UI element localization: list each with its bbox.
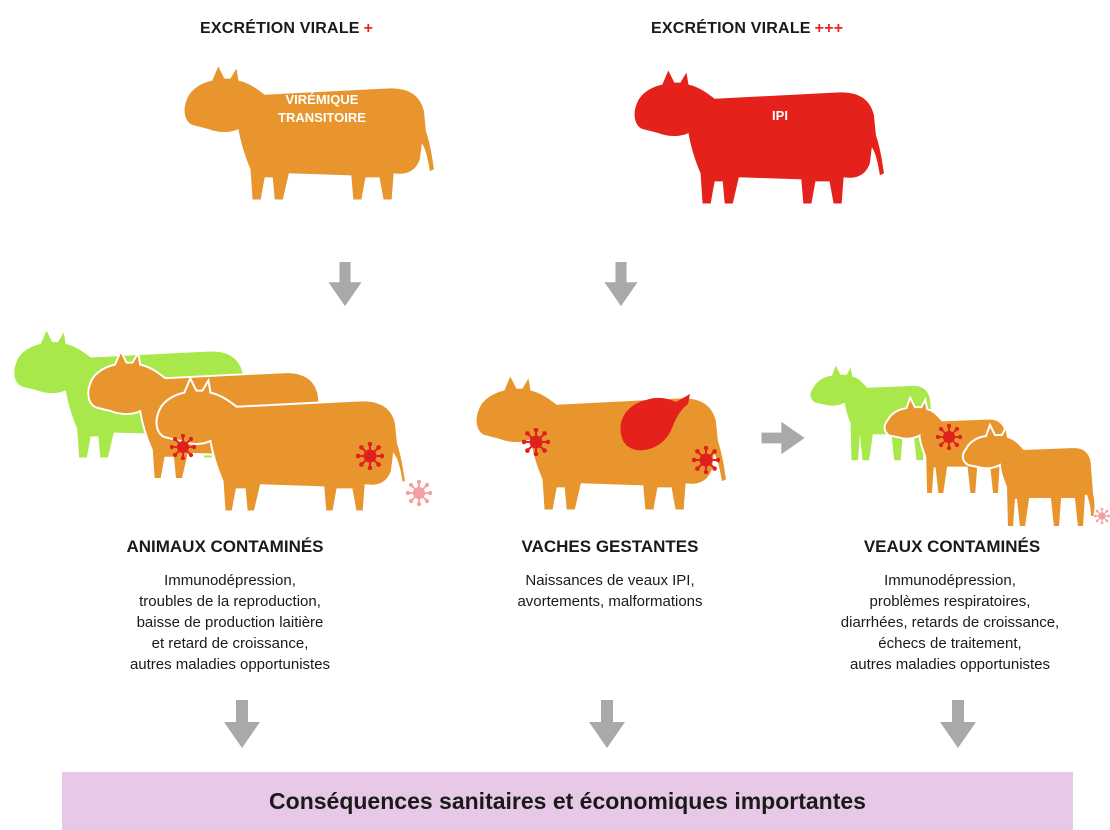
- virus-icon: [1094, 507, 1110, 525]
- virus-icon: [170, 434, 196, 460]
- virus-icon: [692, 446, 720, 474]
- arrow-down-center-top: [604, 262, 638, 307]
- section-desc-vaches: Naissances de veaux IPI, avortements, ma…: [475, 570, 745, 612]
- desc-line: autres maladies opportunistes: [849, 656, 1051, 673]
- banner-text: Conséquences sanitaires et économiques i…: [269, 787, 866, 814]
- orange-calf-front: [961, 423, 1097, 529]
- plus-marker: +++: [814, 20, 844, 37]
- virus-icon: [522, 428, 550, 456]
- heading-viral-excretion-low: EXCRÉTION VIRALE+: [200, 20, 373, 38]
- heading-text: EXCRÉTION VIRALE: [200, 20, 360, 37]
- desc-line: troubles de la reproduction,: [139, 593, 321, 610]
- desc-line: Immunodépression,: [884, 572, 1016, 589]
- arrow-down-center-bottom: [589, 700, 625, 748]
- desc-line: Naissances de veaux IPI,: [525, 572, 695, 589]
- section-desc-animaux: Immunodépression, troubles de la reprodu…: [80, 570, 380, 675]
- consequences-banner: Conséquences sanitaires et économiques i…: [62, 772, 1073, 830]
- transient-viremic-cow: [184, 66, 434, 200]
- desc-line: avortements, malformations: [517, 593, 703, 610]
- virus-icon: [406, 480, 432, 506]
- desc-line: diarrhées, retards de croissance,: [840, 614, 1060, 631]
- desc-line: Immunodépression,: [164, 572, 296, 589]
- arrow-down-left-bottom: [224, 700, 260, 748]
- section-title-veaux: VEAUX CONTAMINÉS: [863, 537, 1041, 556]
- desc-line: problèmes respiratoires,: [869, 593, 1031, 610]
- desc-line: baisse de production laitière: [136, 614, 324, 631]
- ipi-cow: [634, 70, 884, 204]
- desc-line: autres maladies opportunistes: [129, 656, 331, 673]
- heading-text: EXCRÉTION VIRALE: [651, 20, 811, 37]
- cow-label-line2: TRANSITOIRE: [278, 110, 366, 125]
- section-desc-veaux: Immunodépression, problèmes respiratoire…: [800, 570, 1100, 675]
- heading-viral-excretion-high: EXCRÉTION VIRALE+++: [651, 20, 843, 38]
- fetus-icon: [620, 394, 690, 451]
- arrow-down-left-top: [328, 262, 362, 307]
- section-title-animaux: ANIMAUX CONTAMINÉS: [126, 537, 324, 556]
- desc-line: échecs de traitement,: [878, 635, 1022, 652]
- desc-line: et retard de croissance,: [151, 635, 309, 652]
- virus-icon: [356, 442, 384, 470]
- section-title-vaches: VACHES GESTANTES: [521, 537, 699, 556]
- cow-label-ipi: IPI: [772, 108, 788, 123]
- cow-label-line1: VIRÉMIQUE: [286, 92, 359, 107]
- virus-icon: [936, 424, 962, 450]
- plus-marker: +: [363, 20, 374, 37]
- arrow-right: [761, 421, 805, 455]
- arrow-down-right-bottom: [940, 700, 976, 748]
